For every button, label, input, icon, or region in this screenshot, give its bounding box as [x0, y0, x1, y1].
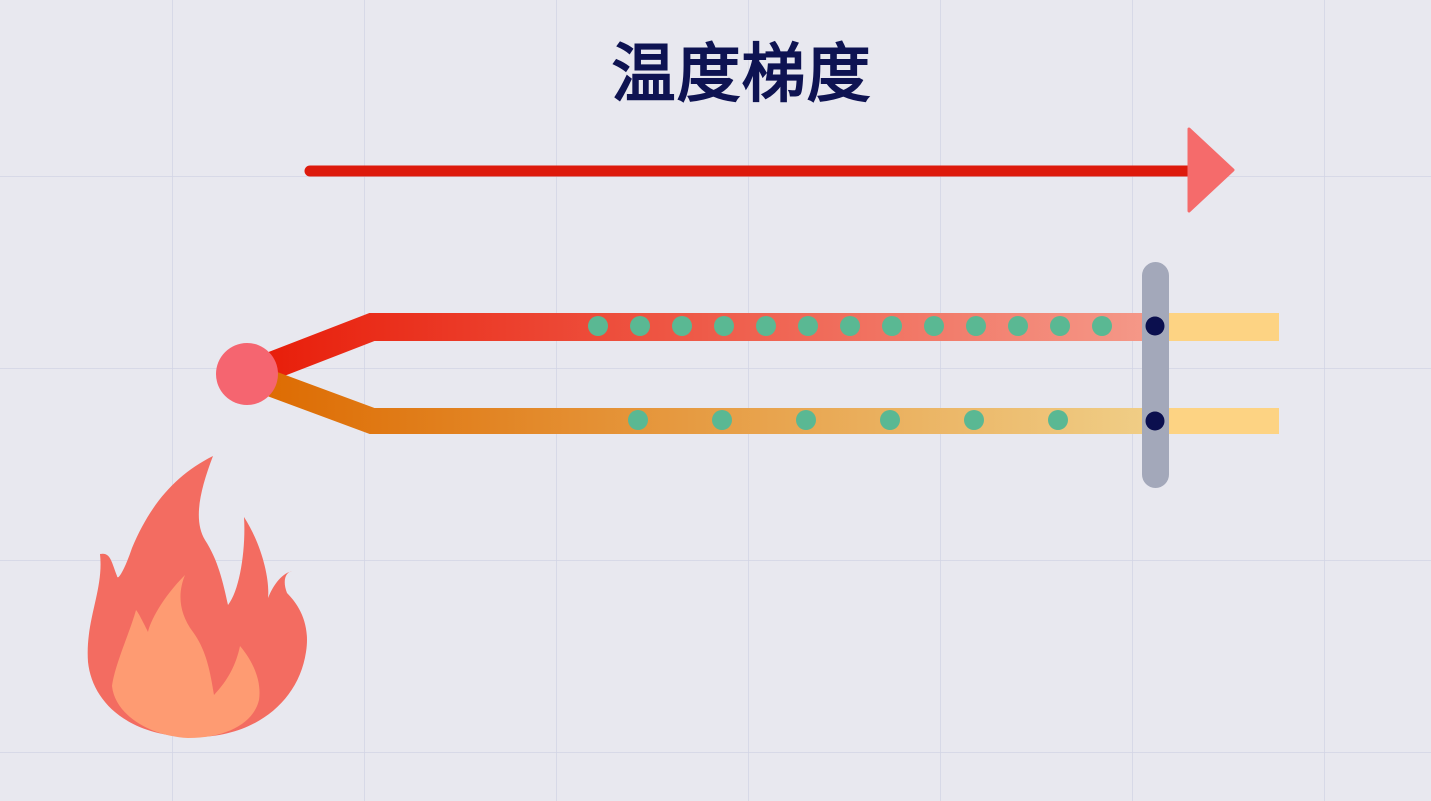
- upper-tube-end: [1155, 313, 1279, 341]
- upper-particle: [924, 316, 944, 336]
- upper-particle-group: [588, 316, 1112, 336]
- arrow-right-icon: [1187, 127, 1235, 213]
- upper-particle: [588, 316, 608, 336]
- upper-particle: [714, 316, 734, 336]
- upper-particle: [672, 316, 692, 336]
- barrier-dot-upper: [1145, 316, 1165, 336]
- lower-particle-group: [628, 410, 1068, 430]
- upper-particle: [756, 316, 776, 336]
- lower-particle: [628, 410, 648, 430]
- lower-particle: [796, 410, 816, 430]
- lower-particle: [1048, 410, 1068, 430]
- lower-tube-end: [1155, 408, 1279, 434]
- flame-icon: [87, 456, 307, 738]
- upper-particle: [882, 316, 902, 336]
- upper-particle: [966, 316, 986, 336]
- upper-particle: [630, 316, 650, 336]
- lower-tube: [243, 362, 1155, 434]
- diagram-title: 温度梯度: [611, 38, 872, 112]
- junction-node: [216, 343, 278, 405]
- barrier-dot-lower: [1145, 411, 1165, 431]
- lower-particle: [712, 410, 732, 430]
- upper-particle: [1050, 316, 1070, 336]
- upper-particle: [1092, 316, 1112, 336]
- gradient-direction-arrow: [304, 127, 1235, 213]
- upper-particle: [840, 316, 860, 336]
- lower-particle: [964, 410, 984, 430]
- barrier-bar: [1142, 262, 1169, 488]
- upper-particle: [1008, 316, 1028, 336]
- lower-particle: [880, 410, 900, 430]
- upper-particle: [798, 316, 818, 336]
